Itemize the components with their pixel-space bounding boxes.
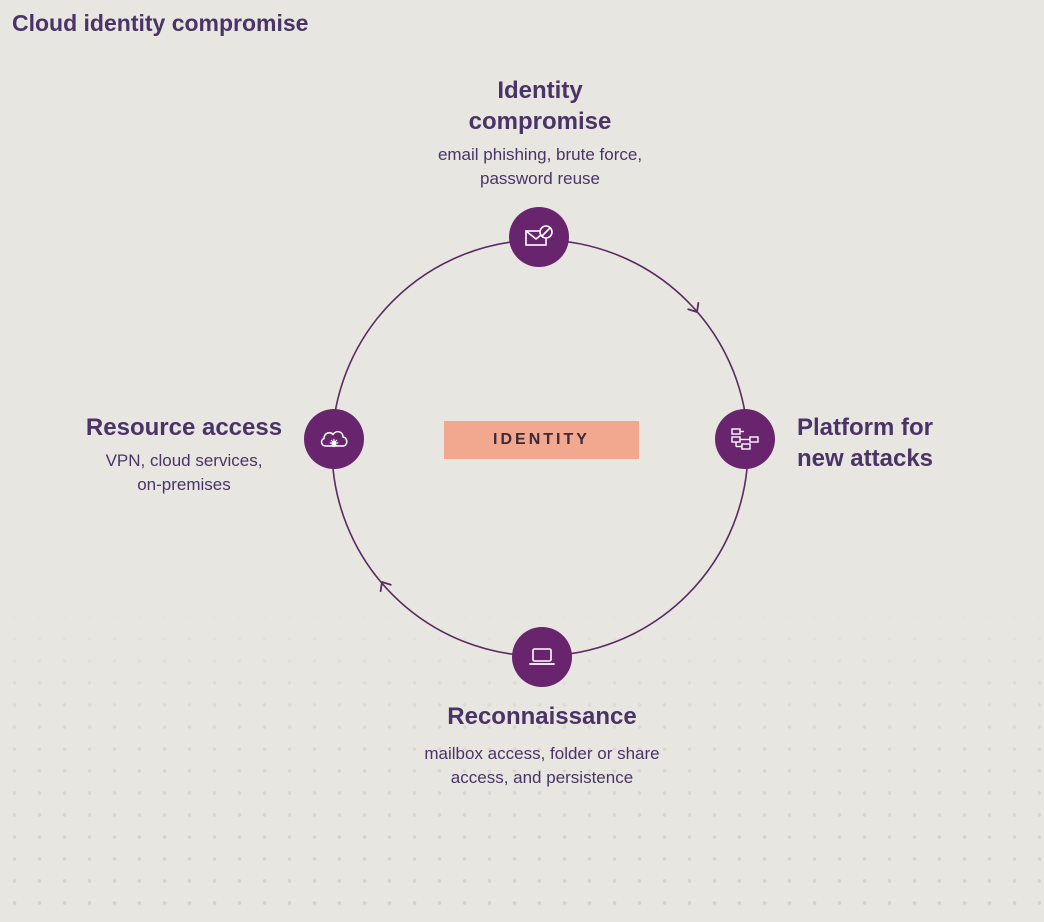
reconnaissance-node <box>512 627 572 687</box>
cycle-arrow-lower-left <box>379 581 392 593</box>
platform-block: Platform for new attacks <box>780 412 950 474</box>
identity-compromise-description: email phishing, brute force, password re… <box>437 145 643 188</box>
platform-title: Platform for new attacks <box>796 414 934 472</box>
page-title: Cloud identity compromise <box>12 10 309 36</box>
reconnaissance-title: Reconnaissance <box>447 703 637 730</box>
identity-compromise-title: Identity compromise <box>468 77 612 135</box>
resource-access-description: VPN, cloud services, on-premises <box>105 451 263 494</box>
identity-center-label: IDENTITY <box>444 421 639 459</box>
cycle-arrow-upper-right <box>687 301 700 313</box>
cloud-gear-icon <box>320 430 348 448</box>
reconnaissance-description: mailbox access, folder or share access, … <box>424 744 660 787</box>
laptop-icon <box>529 648 555 665</box>
network-nodes-icon <box>731 428 759 450</box>
identity-compromise-block: Identity compromise email phishing, brut… <box>400 75 680 191</box>
identity-compromise-node <box>509 207 569 267</box>
email-blocked-icon <box>525 225 553 246</box>
resource-access-block: Resource access VPN, cloud services, on-… <box>78 412 290 497</box>
resource-access-node <box>304 409 364 469</box>
reconnaissance-block: Reconnaissance mailbox access, folder or… <box>392 701 692 790</box>
resource-access-title: Resource access <box>85 414 283 441</box>
platform-node <box>715 409 775 469</box>
